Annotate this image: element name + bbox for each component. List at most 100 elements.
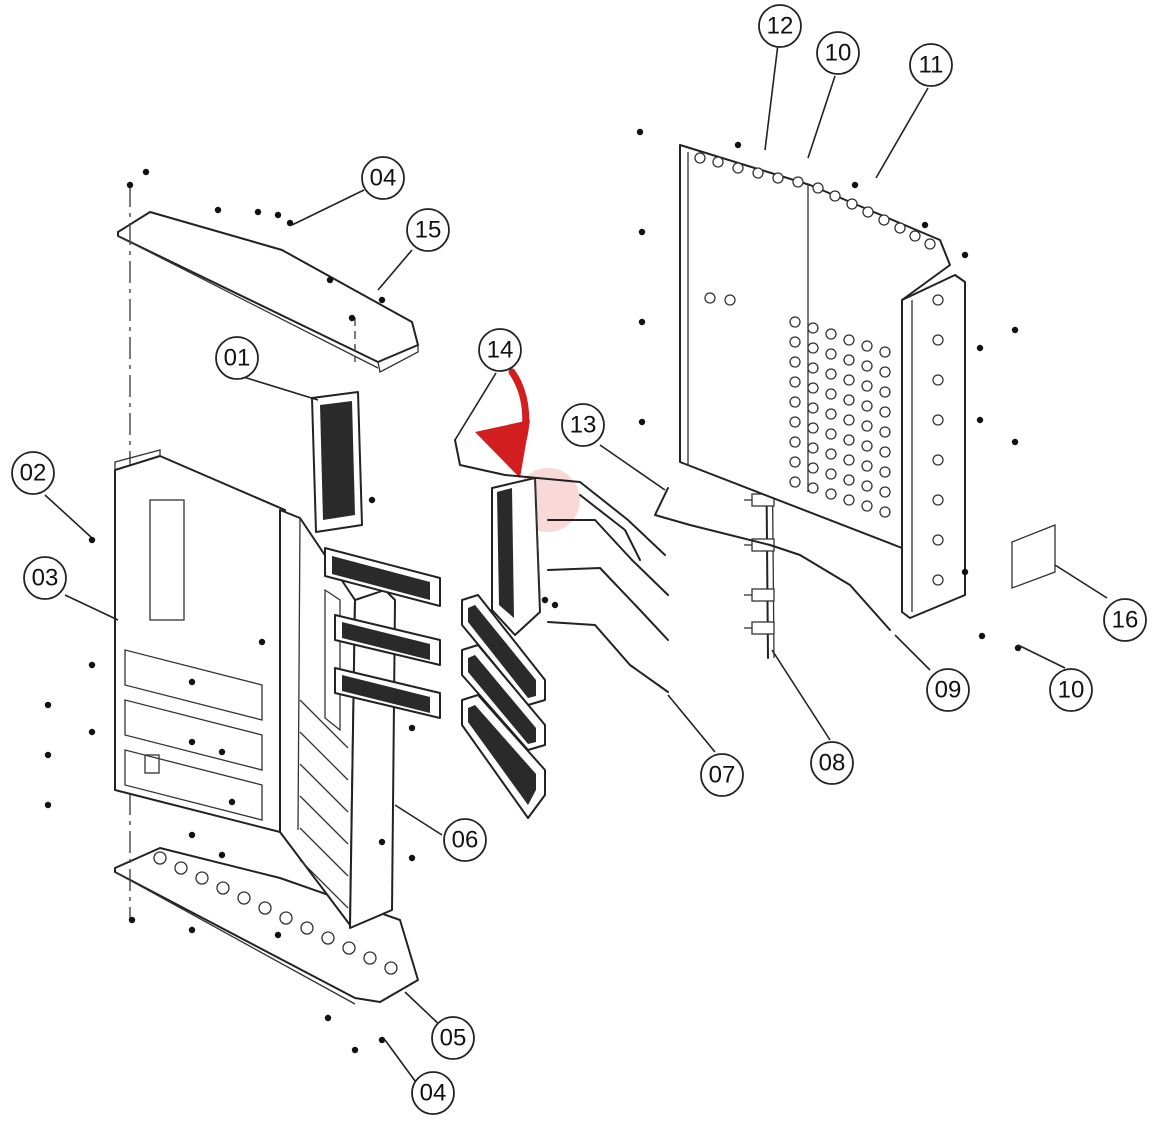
hole	[932, 374, 944, 386]
hole	[807, 422, 819, 434]
callout-13: 13	[561, 403, 605, 447]
hole	[878, 214, 890, 226]
hole	[843, 334, 855, 346]
svg-text:09: 09	[935, 677, 962, 704]
screw	[44, 751, 52, 759]
svg-text:05: 05	[440, 1025, 467, 1052]
screw	[218, 748, 226, 756]
screw	[378, 1036, 386, 1044]
hole	[862, 206, 874, 218]
callout-02: 02	[11, 451, 55, 495]
hole	[825, 328, 837, 340]
screw	[128, 916, 136, 924]
hole	[195, 871, 209, 885]
screw	[541, 596, 549, 604]
callout-04-top: 04	[361, 156, 405, 200]
hole	[807, 362, 819, 374]
hole	[843, 494, 855, 506]
hole	[843, 454, 855, 466]
callout-11: 11	[909, 43, 953, 87]
louver	[299, 827, 349, 877]
hole	[363, 951, 377, 965]
callout-08: 08	[810, 741, 854, 785]
hole	[825, 368, 837, 380]
callout-12: 12	[758, 4, 802, 48]
hole	[789, 376, 801, 388]
hole	[279, 911, 293, 925]
screw	[258, 638, 266, 646]
screw	[961, 251, 969, 259]
svg-text:03: 03	[32, 565, 59, 592]
hole	[932, 414, 944, 426]
screw	[351, 1046, 359, 1054]
hole	[924, 238, 936, 250]
hole	[342, 941, 356, 955]
hole	[861, 440, 873, 452]
hole	[789, 436, 801, 448]
hole	[807, 322, 819, 334]
hole	[789, 456, 801, 468]
back-panel	[679, 144, 951, 549]
top-cover-plate	[117, 211, 419, 373]
hole	[789, 356, 801, 368]
hole	[807, 342, 819, 354]
screw	[734, 141, 742, 149]
hole	[258, 901, 272, 915]
screw	[188, 738, 196, 746]
svg-text:11: 11	[919, 52, 944, 79]
hole	[174, 861, 188, 875]
callout-16: 16	[1103, 598, 1147, 642]
svg-text:08: 08	[819, 750, 846, 777]
svg-text:15: 15	[415, 217, 442, 244]
svg-text:14: 14	[487, 337, 514, 364]
screws	[44, 128, 1022, 1054]
hole	[724, 294, 736, 306]
callout-10-top: 10	[816, 31, 860, 75]
screw	[188, 926, 196, 934]
screw	[326, 276, 334, 284]
screw	[44, 701, 52, 709]
highlighted-burner	[491, 477, 541, 636]
hole	[825, 448, 837, 460]
callout-04-bottom: 04	[411, 1071, 455, 1115]
svg-text:02: 02	[20, 460, 47, 487]
hole	[825, 388, 837, 400]
screw	[978, 632, 986, 640]
screw	[976, 344, 984, 352]
svg-text:10: 10	[1058, 677, 1085, 704]
hole	[932, 334, 944, 346]
hole	[932, 574, 944, 586]
svg-text:13: 13	[570, 412, 597, 439]
hole	[843, 374, 855, 386]
svg-text:06: 06	[452, 827, 479, 854]
hole	[861, 420, 873, 432]
hole	[825, 428, 837, 440]
hole	[237, 891, 251, 905]
svg-text:10: 10	[825, 40, 852, 67]
hole	[861, 340, 873, 352]
screw	[88, 728, 96, 736]
screw	[851, 181, 859, 189]
screw	[324, 1014, 332, 1022]
screw	[638, 228, 646, 236]
hole	[825, 408, 837, 420]
screw	[126, 181, 134, 189]
hole	[712, 156, 724, 168]
screw	[1011, 438, 1019, 446]
hole	[843, 434, 855, 446]
screw	[88, 536, 96, 544]
hole	[694, 152, 706, 164]
screw	[1011, 326, 1019, 334]
hole	[825, 488, 837, 500]
callout-09: 09	[926, 668, 970, 712]
svg-text:16: 16	[1112, 607, 1139, 634]
callout-10-right: 10	[1049, 668, 1093, 712]
hole	[789, 396, 801, 408]
hole	[732, 162, 744, 174]
screw	[961, 568, 969, 576]
gas-tubes	[454, 439, 669, 693]
louver	[299, 795, 349, 845]
hole	[789, 416, 801, 428]
